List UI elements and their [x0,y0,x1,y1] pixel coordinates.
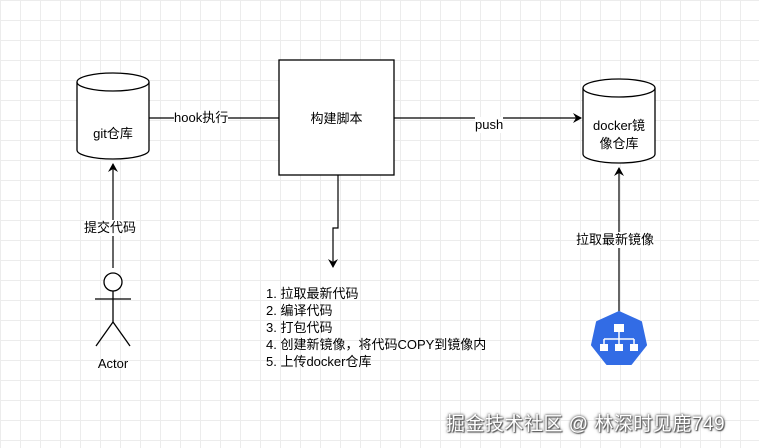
docker-repo-label-line2: 像仓库 [599,136,639,151]
build-script-label: 构建脚本 [310,111,363,126]
build-script-box[interactable] [278,59,395,176]
commit-edge-label: 提交代码 [84,220,137,236]
build-step: 4. 创建新镜像，将代码COPY到镜像内 [266,337,487,352]
watermark: 掘金技术社区 @ 林深时见鹿749 [446,414,726,435]
pull-image-edge-label: 拉取最新镜像 [576,232,655,248]
docker-repo-label: docker镜 像仓库 [575,117,663,153]
kubernetes-icon[interactable] [591,311,647,365]
git-repo-cylinder[interactable] [76,72,150,160]
build-step: 5. 上传docker仓库 [266,354,372,369]
build-step: 2. 编译代码 [266,303,333,318]
actor-label: Actor [97,356,129,371]
build-steps-edge [328,175,339,268]
build-steps-list: 1. 拉取最新代码 2. 编译代码 3. 打包代码 4. 创建新镜像，将代码CO… [266,285,486,370]
actor-figure[interactable] [95,272,131,347]
build-step: 3. 打包代码 [266,320,333,335]
git-repo-label: git仓库 [93,126,133,141]
hook-edge-label: hook执行 [174,110,229,126]
build-step: 1. 拉取最新代码 [266,286,359,301]
push-edge-label: push [475,117,504,133]
docker-repo-label-line1: docker镜 [592,118,646,133]
docker-repo-cylinder[interactable] [582,78,656,164]
